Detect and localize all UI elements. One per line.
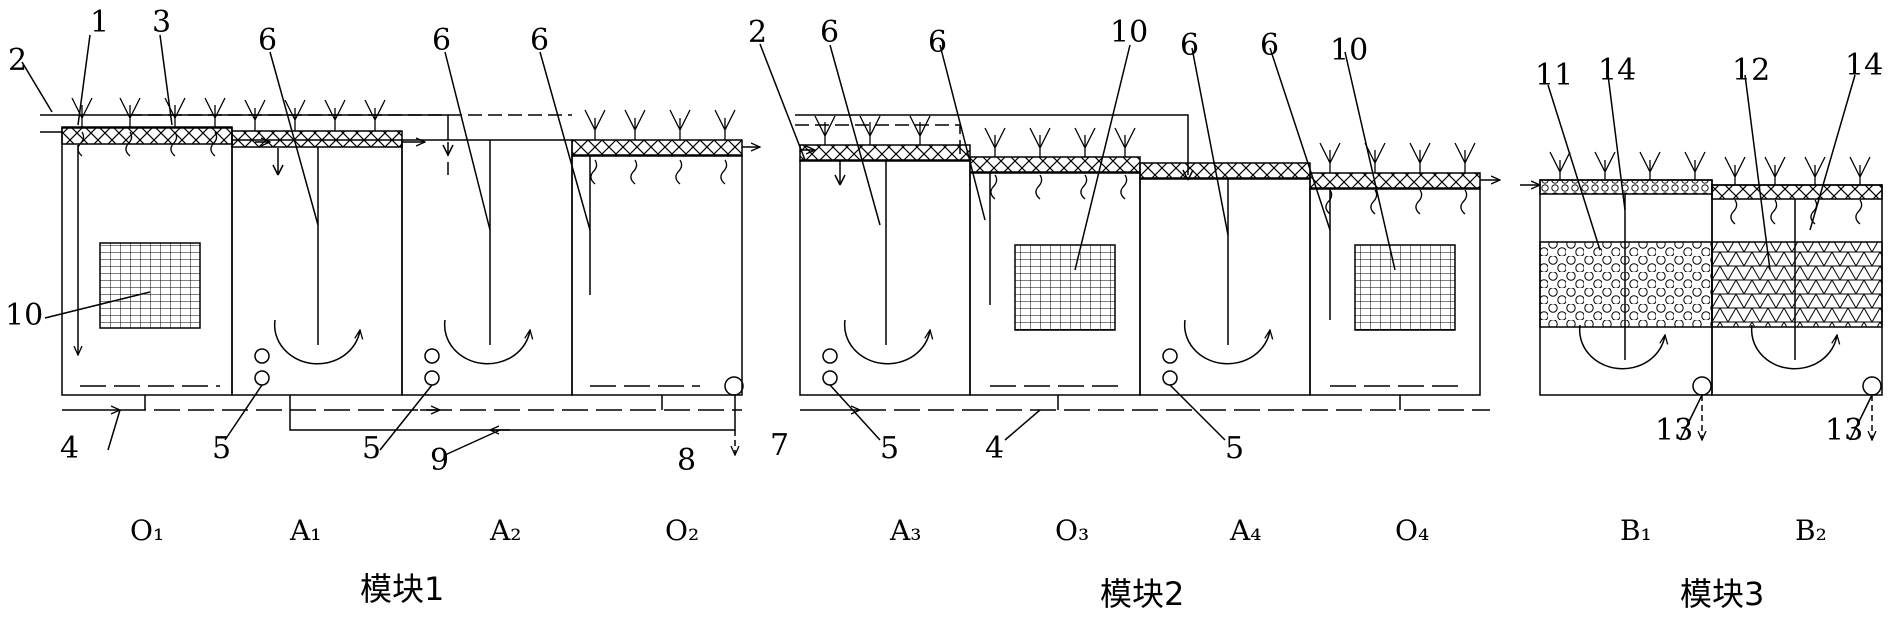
outlet-pipe-13-b1 (1692, 376, 1712, 396)
callout-10: 10 (1330, 33, 1368, 68)
module-label-1: 模块1 (360, 570, 444, 608)
media-band-o3 (969, 156, 1141, 174)
zone-label-o1: O₁ (130, 514, 164, 547)
callout-4: 4 (985, 431, 1004, 466)
mixer-a3-bottom (822, 370, 838, 386)
mixer-a2-bottom (424, 370, 440, 386)
zone-labels: O₁ A₁ A₂ O₂ A₃ O₃ A₄ O₄ B₁ B₂ (130, 514, 1827, 547)
tank-o2 (571, 154, 743, 396)
callout-13: 13 (1825, 413, 1863, 448)
circulation-arrow-a3 (843, 319, 930, 365)
plants (71, 97, 1871, 225)
callout-12: 12 (1732, 53, 1770, 88)
grid-media-o1 (99, 242, 201, 329)
zone-label-o2: O₂ (665, 514, 699, 547)
callout-1: 1 (90, 5, 109, 40)
callout-9: 9 (430, 443, 449, 478)
callout-11: 11 (1535, 58, 1573, 93)
hex-media-b1 (1539, 241, 1713, 328)
callout-14: 14 (1845, 48, 1883, 83)
callout-4: 4 (60, 431, 79, 466)
zone-label-b1: B₁ (1620, 514, 1652, 547)
mixer-a2-top (424, 348, 440, 364)
mixer-a4-bottom (1162, 370, 1178, 386)
media-band-a1 (231, 130, 403, 148)
zone-label-o4: O₄ (1395, 514, 1429, 547)
callout-8: 8 (677, 443, 696, 478)
zone-label-a1: A₁ (289, 514, 321, 547)
grid-media-o4 (1354, 244, 1456, 331)
circulation-arrow-b1 (1578, 324, 1665, 370)
return-line-9 (289, 395, 736, 431)
callout-5: 5 (362, 431, 381, 466)
callout-6: 6 (1180, 28, 1199, 63)
inlet-line-module2 (795, 114, 1189, 175)
module-label-2: 模块2 (1100, 575, 1184, 613)
callout-10: 10 (1110, 15, 1148, 50)
module-label-3: 模块3 (1680, 575, 1764, 613)
outlet-pipe-13-b2 (1862, 376, 1882, 396)
media-band-a3 (799, 144, 971, 162)
zone-label-o3: O₃ (1055, 514, 1089, 547)
tank-a1 (231, 139, 403, 396)
tank-a2 (401, 139, 573, 396)
callout-6: 6 (530, 23, 549, 58)
callout-5: 5 (880, 431, 899, 466)
callout-2: 2 (748, 15, 767, 50)
zone-label-a4: A₄ (1229, 514, 1261, 547)
outlet-pipe-7 (724, 376, 744, 396)
zone-label-a2: A₂ (489, 514, 521, 547)
mixer-a4-top (1162, 348, 1178, 364)
callout-labels: 1 2 3 6 6 6 10 4 5 5 9 8 7 2 6 6 10 6 6 … (5, 5, 1883, 478)
media-band-o4 (1309, 172, 1481, 190)
media-band-b1 (1539, 179, 1713, 195)
circulation-arrow-b2 (1750, 324, 1837, 370)
circulation-arrow-a4 (1183, 319, 1270, 365)
media-band-a4 (1139, 162, 1311, 180)
media-band-b2 (1711, 184, 1883, 200)
media-band-o2 (571, 139, 743, 157)
callout-13: 13 (1655, 413, 1693, 448)
triangle-media-b2 (1711, 241, 1883, 328)
media-band-o1 (61, 126, 233, 145)
callout-5: 5 (212, 431, 231, 466)
circulation-arrow-a2 (443, 319, 530, 365)
callout-6: 6 (820, 15, 839, 50)
callout-2: 2 (8, 43, 27, 78)
callout-6: 6 (1260, 28, 1279, 63)
tank-a3 (799, 159, 971, 396)
callout-3: 3 (152, 5, 171, 40)
mixer-a1-bottom (254, 370, 270, 386)
callout-6: 6 (432, 23, 451, 58)
callout-5: 5 (1225, 431, 1244, 466)
zone-label-b2: B₂ (1795, 514, 1827, 547)
zone-label-a3: A₃ (889, 514, 921, 547)
grid-media-o3 (1014, 244, 1116, 331)
callout-10: 10 (5, 298, 43, 333)
callout-6: 6 (258, 23, 277, 58)
mixer-a1-top (254, 348, 270, 364)
module-labels: 模块1 模块2 模块3 (360, 570, 1764, 613)
callout-7: 7 (770, 428, 789, 463)
circulation-arrow-a1 (273, 319, 360, 365)
callout-14: 14 (1598, 53, 1636, 88)
tank-a4 (1139, 177, 1311, 396)
mixer-a3-top (822, 348, 838, 364)
callout-6: 6 (928, 25, 947, 60)
